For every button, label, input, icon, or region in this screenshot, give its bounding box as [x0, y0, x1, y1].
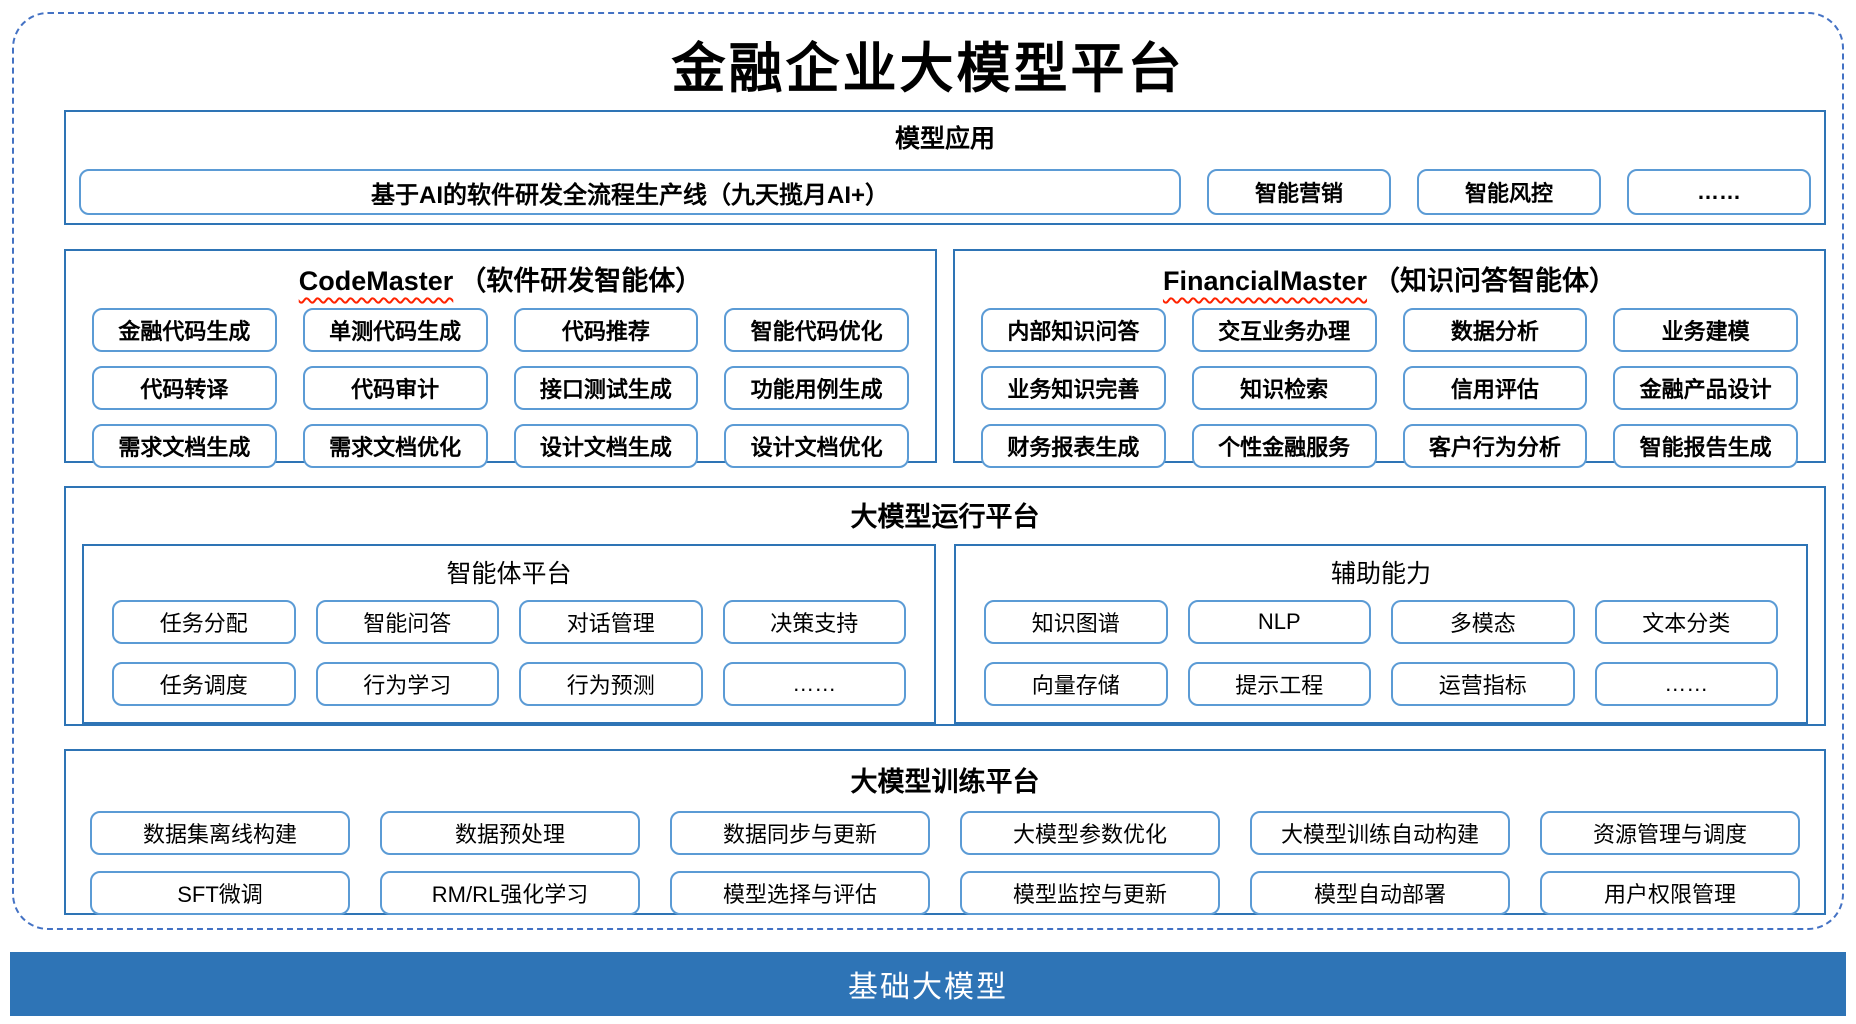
app-item-box: ……: [1627, 169, 1811, 215]
app-item-box: 智能营销: [1207, 169, 1391, 215]
financialmaster-item-box: 金融产品设计: [1613, 366, 1798, 410]
base-model-bar: 基础大模型: [10, 952, 1846, 1016]
training-platform-grid: 数据集离线构建数据预处理数据同步与更新大模型参数优化大模型训练自动构建资源管理与…: [66, 811, 1824, 915]
codemaster-item-box: 代码推荐: [513, 308, 699, 352]
codemaster-item-box: 需求文档生成: [92, 424, 277, 468]
agent-platform-item-box: 任务调度: [112, 662, 296, 706]
financialmaster-item-box: 个性金融服务: [1191, 424, 1377, 468]
agent-platform-item-box: 对话管理: [519, 600, 703, 644]
agent-platform-item-box: 行为预测: [519, 662, 703, 706]
auxiliary-item-box: NLP: [1187, 600, 1371, 644]
codemaster-item-box: 代码审计: [302, 366, 488, 410]
financialmaster-item-box: 数据分析: [1402, 308, 1588, 352]
runtime-subsections-row: 智能体平台 任务分配智能问答对话管理决策支持任务调度行为学习行为预测 …… 辅助能…: [66, 544, 1824, 724]
outer-dashed-frame: [12, 12, 1844, 930]
financialmaster-item-box: 财务报表生成: [981, 424, 1166, 468]
base-model-label: 基础大模型: [848, 971, 1008, 1004]
codemaster-item-box: 设计文档生成: [513, 424, 699, 468]
model-applications-row: 基于AI的软件研发全流程生产线（九天揽月AI+） 智能营销智能风控 ……: [66, 169, 1824, 215]
diagram-content: 模型应用 基于AI的软件研发全流程生产线（九天揽月AI+） 智能营销智能风控 ………: [64, 110, 1826, 915]
section-financialmaster: FinancialMaster（知识问答智能体） 内部知识问答交互业务办理数据分…: [953, 249, 1826, 468]
codemaster-item-box: 代码转译: [92, 366, 277, 410]
subsection-agent-platform: 智能体平台 任务分配智能问答对话管理决策支持任务调度行为学习行为预测 ……: [82, 544, 936, 724]
app-main-pipeline-box: 基于AI的软件研发全流程生产线（九天揽月AI+）: [79, 169, 1181, 215]
subsection-auxiliary-capabilities: 辅助能力 知识图谱 NLP 多模态文本分类向量存储提示工程运营指标 ……: [954, 544, 1808, 724]
auxiliary-capabilities-header: 辅助能力: [1330, 560, 1431, 588]
codemaster-item-box: 单测代码生成: [302, 308, 488, 352]
codemaster-item-box: 功能用例生成: [724, 366, 909, 410]
training-item-box: SFT微调: [90, 871, 350, 915]
section-training-platform: 大模型训练平台 数据集离线构建数据预处理数据同步与更新大模型参数优化大模型训练自…: [64, 749, 1826, 915]
financialmaster-grid: 内部知识问答交互业务办理数据分析业务建模业务知识完善知识检索信用评估金融产品设计…: [955, 308, 1824, 468]
auxiliary-item-box: 文本分类: [1594, 600, 1778, 644]
agent-platform-item-box: 行为学习: [315, 662, 499, 706]
training-item-box: RM/RL强化学习: [380, 871, 640, 915]
financialmaster-item-box: 内部知识问答: [981, 308, 1166, 352]
auxiliary-capabilities-grid: 知识图谱 NLP 多模态文本分类向量存储提示工程运营指标 ……: [956, 600, 1806, 706]
financialmaster-item-box: 业务知识完善: [981, 366, 1166, 410]
agents-row: CodeMaster（软件研发智能体） 金融代码生成单测代码生成代码推荐智能代码…: [64, 249, 1826, 468]
codemaster-item-box: 接口测试生成: [513, 366, 699, 410]
auxiliary-item-box: 知识图谱: [984, 600, 1168, 644]
training-item-box: 用户权限管理: [1540, 871, 1800, 915]
financialmaster-item-box: 业务建模: [1613, 308, 1798, 352]
auxiliary-item-box: 多模态: [1391, 600, 1575, 644]
codemaster-item-box: 智能代码优化: [724, 308, 909, 352]
agent-platform-grid: 任务分配智能问答对话管理决策支持任务调度行为学习行为预测 ……: [84, 600, 934, 706]
training-item-box: 大模型参数优化: [960, 811, 1220, 855]
section-runtime-platform: 大模型运行平台 智能体平台 任务分配智能问答对话管理决策支持任务调度行为学习行为…: [64, 486, 1826, 726]
page-title: 金融企业大模型平台: [671, 36, 1185, 100]
codemaster-item-box: 设计文档优化: [724, 424, 909, 468]
training-item-box: 模型自动部署: [1250, 871, 1510, 915]
agent-platform-item-box: 任务分配: [112, 600, 296, 644]
training-item-box: 数据预处理: [380, 811, 640, 855]
training-item-box: 数据同步与更新: [670, 811, 930, 855]
training-item-box: 大模型训练自动构建: [1250, 811, 1510, 855]
model-applications-header: 模型应用: [894, 125, 995, 153]
auxiliary-item-box: 运营指标: [1391, 662, 1575, 706]
training-item-box: 数据集离线构建: [90, 811, 350, 855]
financialmaster-item-box: 客户行为分析: [1402, 424, 1588, 468]
auxiliary-item-box: 向量存储: [984, 662, 1168, 706]
auxiliary-item-box: 提示工程: [1187, 662, 1371, 706]
codemaster-title-en: CodeMaster: [298, 266, 454, 296]
financialmaster-item-box: 知识检索: [1191, 366, 1377, 410]
financialmaster-header: FinancialMaster（知识问答智能体）: [955, 251, 1824, 298]
financialmaster-title-en: FinancialMaster: [1162, 266, 1368, 296]
financialmaster-item-box: 智能报告生成: [1613, 424, 1798, 468]
codemaster-title-cn: （软件研发智能体）: [459, 266, 703, 296]
codemaster-item-box: 金融代码生成: [92, 308, 277, 352]
training-item-box: 模型监控与更新: [960, 871, 1220, 915]
codemaster-header: CodeMaster（软件研发智能体）: [66, 251, 935, 298]
training-platform-header: 大模型训练平台: [850, 767, 1040, 797]
app-item-box: 智能风控: [1417, 169, 1601, 215]
section-model-applications: 模型应用 基于AI的软件研发全流程生产线（九天揽月AI+） 智能营销智能风控 ……: [64, 110, 1826, 225]
financialmaster-item-box: 交互业务办理: [1191, 308, 1377, 352]
training-item-box: 模型选择与评估: [670, 871, 930, 915]
runtime-platform-header: 大模型运行平台: [850, 502, 1040, 532]
financialmaster-title-cn: （知识问答智能体）: [1373, 266, 1617, 296]
agent-platform-item-box: 智能问答: [315, 600, 499, 644]
agent-platform-item-box: 决策支持: [722, 600, 906, 644]
training-item-box: 资源管理与调度: [1540, 811, 1800, 855]
section-codemaster: CodeMaster（软件研发智能体） 金融代码生成单测代码生成代码推荐智能代码…: [64, 249, 937, 468]
codemaster-grid: 金融代码生成单测代码生成代码推荐智能代码优化代码转译代码审计接口测试生成功能用例…: [66, 308, 935, 468]
agent-platform-item-box: ……: [722, 662, 906, 706]
agent-platform-header: 智能体平台: [446, 560, 572, 588]
codemaster-item-box: 需求文档优化: [302, 424, 488, 468]
auxiliary-item-box: ……: [1594, 662, 1778, 706]
financialmaster-item-box: 信用评估: [1402, 366, 1588, 410]
